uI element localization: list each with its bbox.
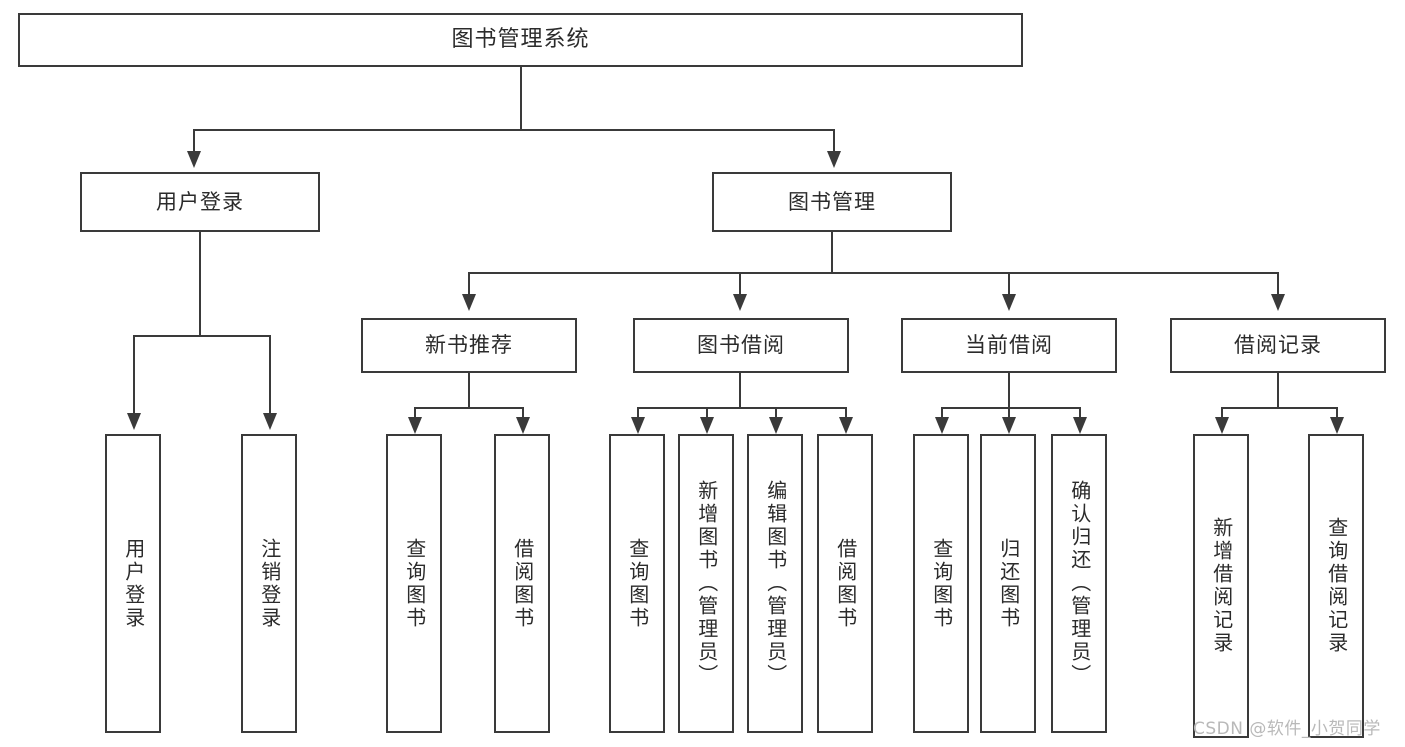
leaf-new-book-borrow-book[interactable]: 借阅图书 <box>494 434 550 733</box>
node-label: 图书管理 <box>788 189 876 214</box>
leaf-borrow-record-add-record[interactable]: 新增借阅记录 <box>1193 434 1249 738</box>
node-label: 用户登录 <box>156 189 244 214</box>
connector-bb-drop-2 <box>706 407 708 419</box>
connector-bm-drop-current-borrow <box>1008 272 1010 296</box>
leaf-book-borrow-edit-book-admin[interactable]: 编辑图书（管理员） <box>747 434 803 733</box>
node-user-login[interactable]: 用户登录 <box>80 172 320 232</box>
arrow-root-to-book-management <box>827 151 841 168</box>
leaf-user-login-login[interactable]: 用户登录 <box>105 434 161 733</box>
arrow-cb-to-leaf-2 <box>1002 417 1016 434</box>
node-label: 注销登录 <box>257 537 282 630</box>
arrow-br-to-leaf-1 <box>1215 417 1229 434</box>
connector-cb-drop-2 <box>1008 407 1010 419</box>
arrow-cb-to-leaf-3 <box>1073 417 1087 434</box>
node-label: 借阅记录 <box>1234 333 1322 358</box>
node-label: 新增借阅记录 <box>1209 517 1234 655</box>
leaf-book-borrow-add-book-admin[interactable]: 新增图书（管理员） <box>678 434 734 733</box>
connector-root-drop-user-login <box>193 129 195 153</box>
connector-user-login-drop-1 <box>133 335 135 415</box>
arrow-new-book-to-leaf-2 <box>516 417 530 434</box>
leaf-current-borrow-confirm-return-admin[interactable]: 确认归还（管理员） <box>1051 434 1107 733</box>
connector-bb-drop-3 <box>775 407 777 419</box>
node-root-book-management-system[interactable]: 图书管理系统 <box>18 13 1023 67</box>
connector-cb-drop-3 <box>1079 407 1081 419</box>
connector-root-bus <box>193 129 834 131</box>
connector-book-management-stem <box>831 232 833 272</box>
node-label: 当前借阅 <box>965 333 1053 358</box>
connector-borrow-record-bus <box>1221 407 1338 409</box>
node-label: 图书借阅 <box>697 333 785 358</box>
connector-user-login-bus <box>133 335 271 337</box>
connector-bb-drop-4 <box>845 407 847 419</box>
arrow-bb-to-leaf-4 <box>839 417 853 434</box>
connector-new-book-bus <box>414 407 524 409</box>
node-label: 借阅图书 <box>833 537 858 630</box>
connector-book-borrow-bus <box>637 407 847 409</box>
connector-book-borrow-stem <box>739 373 741 407</box>
node-label: 新增图书（管理员） <box>694 480 719 687</box>
connector-bm-drop-book-borrow <box>739 272 741 296</box>
node-label: 图书管理系统 <box>451 27 590 53</box>
leaf-current-borrow-return-book[interactable]: 归还图书 <box>980 434 1036 733</box>
connector-current-borrow-stem <box>1008 373 1010 407</box>
node-book-borrow[interactable]: 图书借阅 <box>633 318 849 373</box>
node-label: 查询图书 <box>625 537 650 630</box>
connector-new-book-drop-1 <box>414 407 416 419</box>
arrow-bb-to-leaf-1 <box>631 417 645 434</box>
connector-borrow-record-stem <box>1277 373 1279 407</box>
connector-br-drop-2 <box>1336 407 1338 419</box>
connector-user-login-drop-2 <box>269 335 271 415</box>
connector-cb-drop-1 <box>941 407 943 419</box>
node-label: 用户登录 <box>121 537 146 630</box>
connector-book-management-bus <box>468 272 1279 274</box>
arrow-bb-to-leaf-2 <box>700 417 714 434</box>
connector-bm-drop-new-book <box>468 272 470 296</box>
arrow-bm-to-borrow-record <box>1271 294 1285 311</box>
node-label: 查询借阅记录 <box>1324 517 1349 655</box>
csdn-watermark: CSDN @软件_小贺同学 <box>1193 719 1381 739</box>
arrow-cb-to-leaf-1 <box>935 417 949 434</box>
connector-user-login-stem <box>199 232 201 335</box>
connector-current-borrow-bus <box>941 407 1081 409</box>
arrow-root-to-user-login <box>187 151 201 168</box>
node-label: 归还图书 <box>996 537 1021 630</box>
node-current-borrow[interactable]: 当前借阅 <box>901 318 1117 373</box>
leaf-borrow-record-query-record[interactable]: 查询借阅记录 <box>1308 434 1364 738</box>
arrow-bb-to-leaf-3 <box>769 417 783 434</box>
arrow-bm-to-book-borrow <box>733 294 747 311</box>
arrow-new-book-to-leaf-1 <box>408 417 422 434</box>
leaf-book-borrow-query-book[interactable]: 查询图书 <box>609 434 665 733</box>
connector-br-drop-1 <box>1221 407 1223 419</box>
connector-bm-drop-borrow-record <box>1277 272 1279 296</box>
connector-root-drop-book-management <box>833 129 835 153</box>
arrow-bm-to-current-borrow <box>1002 294 1016 311</box>
connector-new-book-drop-2 <box>522 407 524 419</box>
node-borrow-record[interactable]: 借阅记录 <box>1170 318 1386 373</box>
arrow-user-login-to-leaf-1 <box>127 413 141 430</box>
arrow-bm-to-new-book <box>462 294 476 311</box>
leaf-user-login-logout[interactable]: 注销登录 <box>241 434 297 733</box>
node-label: 确认归还（管理员） <box>1067 480 1092 687</box>
connector-root-stem <box>520 67 522 129</box>
connector-bb-drop-1 <box>637 407 639 419</box>
node-label: 新书推荐 <box>425 333 513 358</box>
node-new-book-recommend[interactable]: 新书推荐 <box>361 318 577 373</box>
node-label: 查询图书 <box>402 537 427 630</box>
node-label: 编辑图书（管理员） <box>763 480 788 687</box>
node-book-management[interactable]: 图书管理 <box>712 172 952 232</box>
leaf-current-borrow-query-book[interactable]: 查询图书 <box>913 434 969 733</box>
connector-new-book-stem <box>468 373 470 407</box>
leaf-new-book-query-book[interactable]: 查询图书 <box>386 434 442 733</box>
node-label: 借阅图书 <box>510 537 535 630</box>
arrow-br-to-leaf-2b <box>1330 417 1344 434</box>
node-label: 查询图书 <box>929 537 954 630</box>
leaf-book-borrow-borrow-book[interactable]: 借阅图书 <box>817 434 873 733</box>
arrow-user-login-to-leaf-2 <box>263 413 277 430</box>
